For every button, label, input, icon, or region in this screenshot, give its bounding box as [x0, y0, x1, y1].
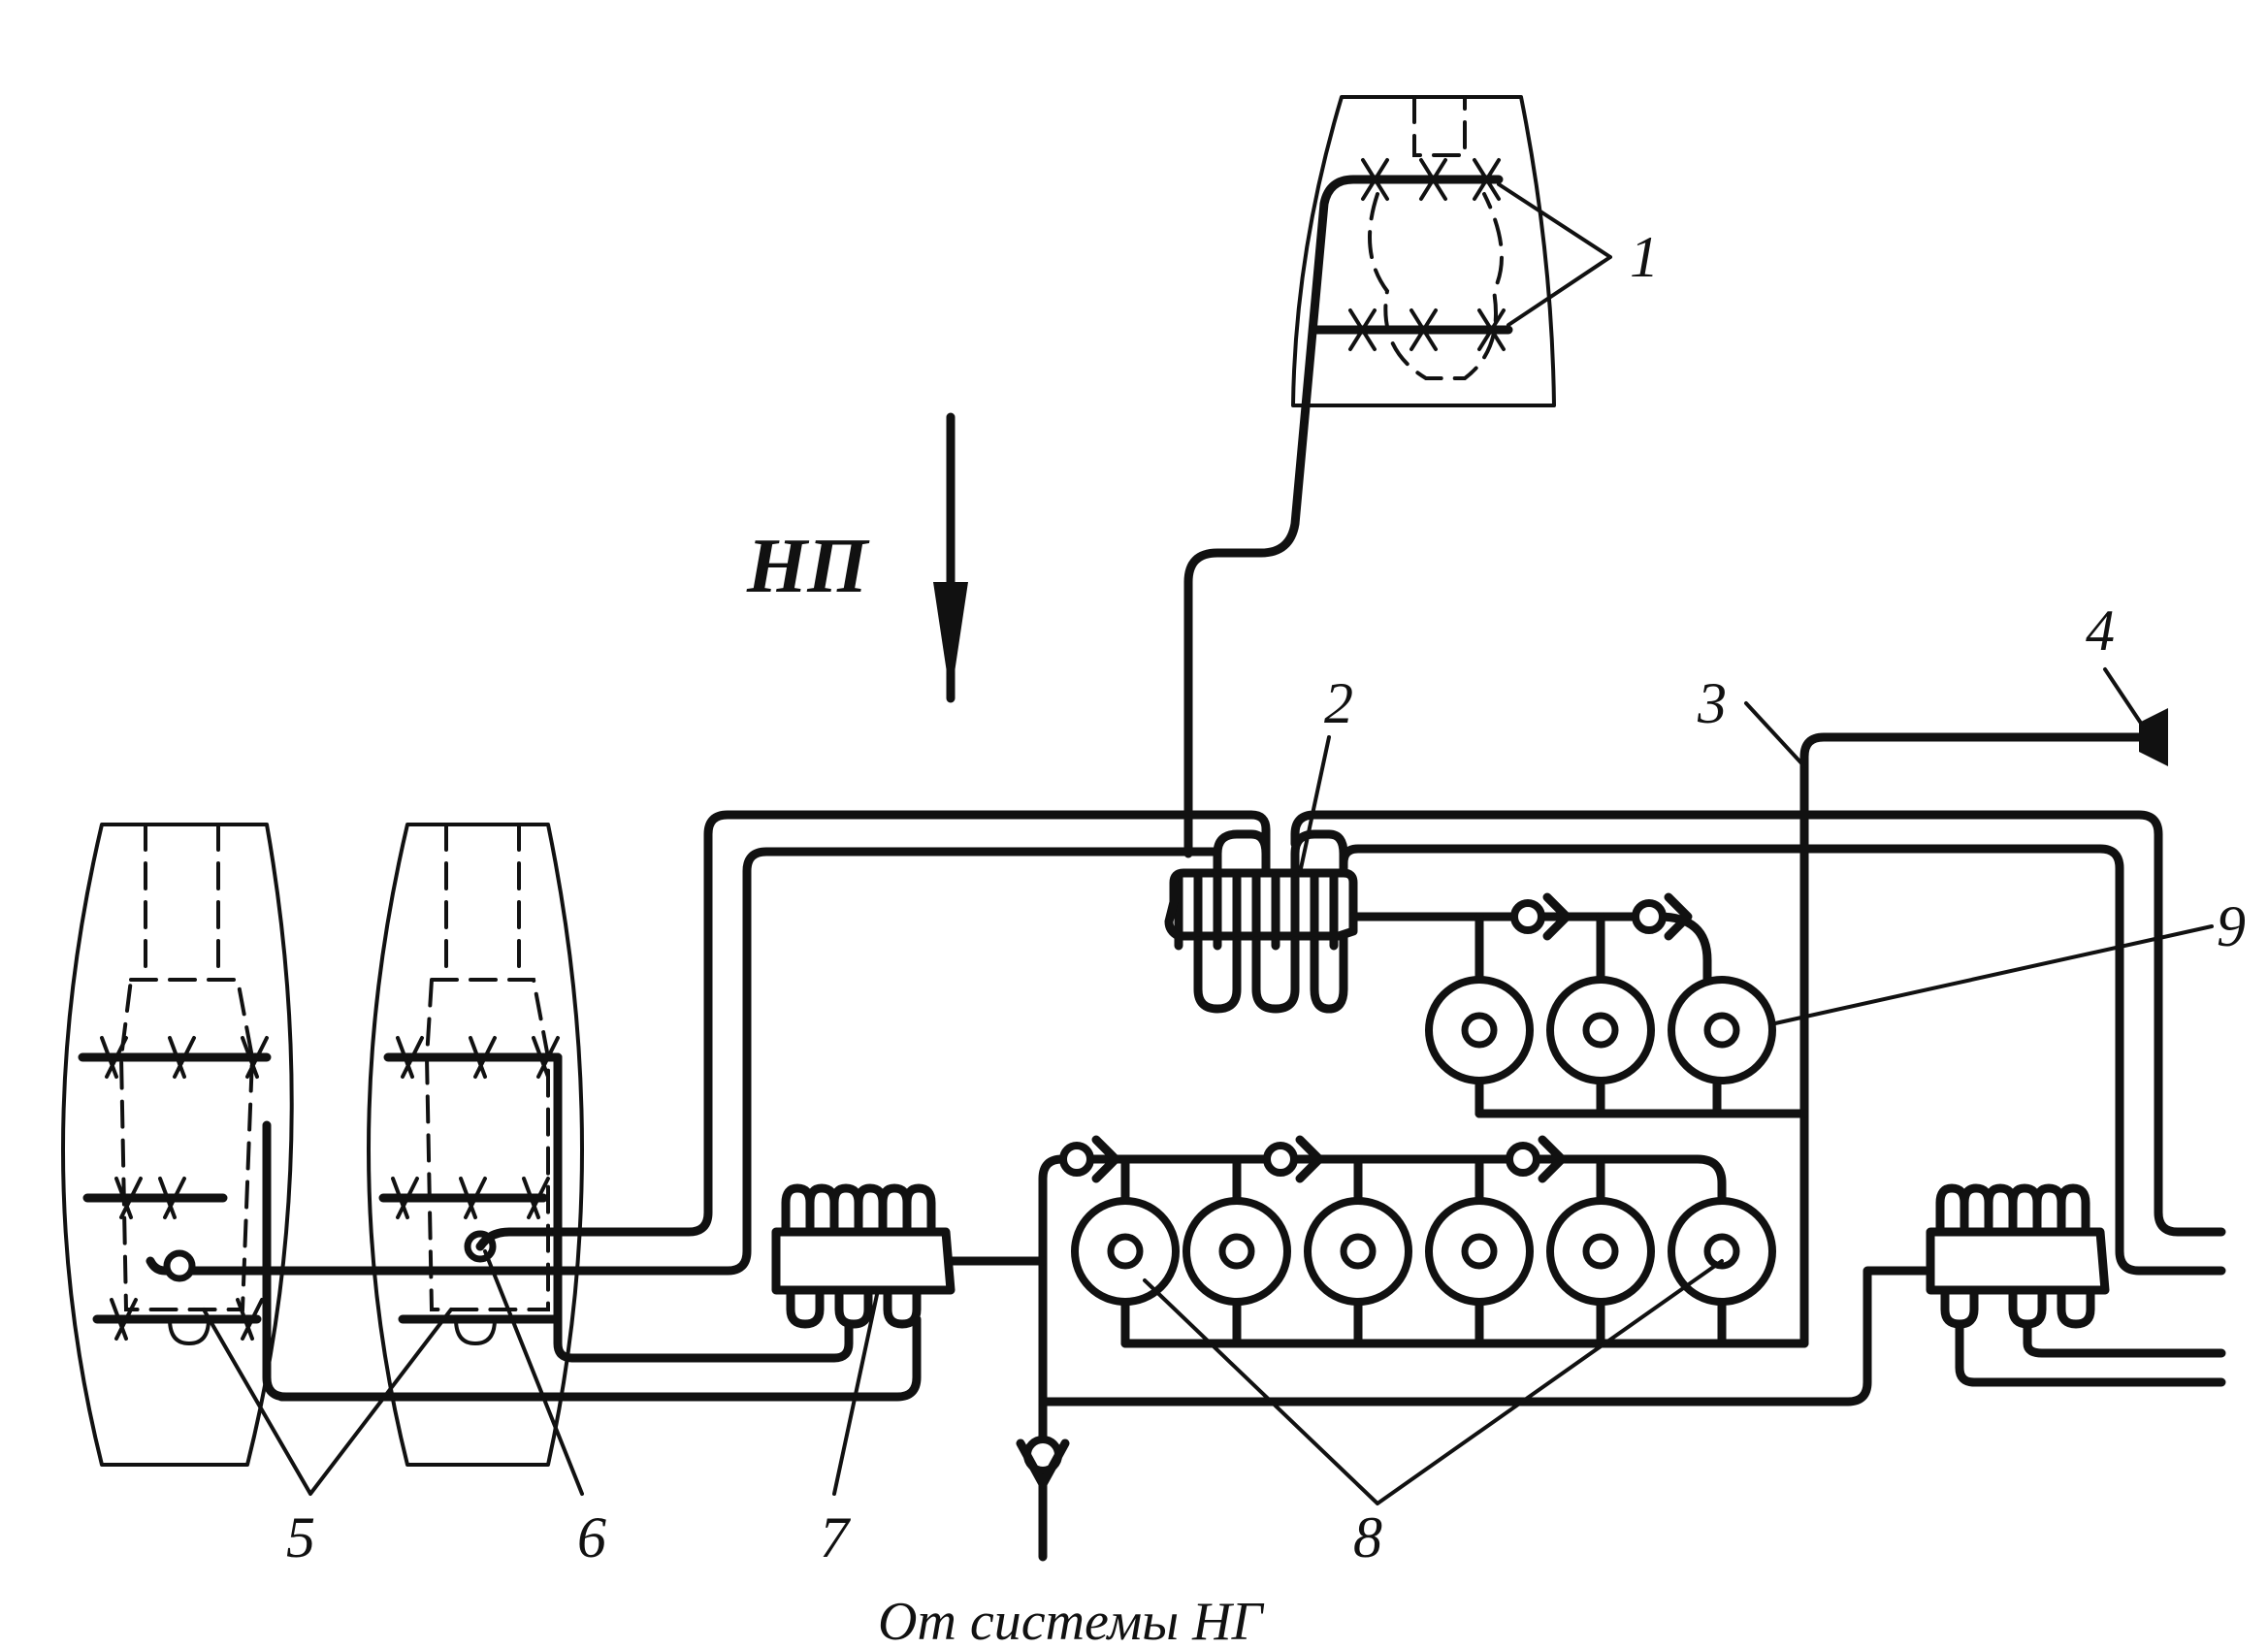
- callout-leaders: [202, 182, 2214, 1505]
- pump-icon: [1546, 976, 1655, 1084]
- top-engine-nozzles: [1348, 158, 1506, 351]
- callout-4: 4: [2086, 598, 2115, 663]
- pump-icon: [1304, 1197, 1412, 1306]
- callout-9: 9: [2217, 894, 2246, 958]
- pump-icon: [1071, 1197, 1180, 1306]
- flow-direction-arrow-icon: [933, 412, 968, 703]
- inlet-valve-icon: [1016, 1436, 1070, 1489]
- check-valve-icon: [1506, 1135, 1567, 1183]
- heater-manifold-right: [1926, 1183, 2226, 1387]
- supply-line-from-ng: [946, 1154, 1930, 1562]
- outlet-nozzle-icon: [2139, 708, 2168, 766]
- callout-2: 2: [1324, 671, 1353, 735]
- check-valve-icon: [1510, 892, 1571, 941]
- heater-manifold-2: [1164, 829, 1358, 1014]
- check-valve-icon: [1263, 1135, 1324, 1183]
- pump-group-8: [1057, 1135, 1809, 1348]
- pump-icon: [1183, 1197, 1291, 1306]
- upper-fuel-lines: [146, 810, 2226, 1276]
- pump-icon: [1546, 1197, 1655, 1306]
- pump-icon: [1425, 1197, 1534, 1306]
- top-engine-outline: [1291, 95, 1556, 407]
- left-engine-b: [367, 823, 584, 1467]
- callout-6: 6: [577, 1505, 606, 1569]
- check-valve-icon: [1632, 892, 1693, 941]
- callout-1: 1: [1630, 225, 1659, 289]
- callout-7: 7: [820, 1505, 852, 1569]
- supply-caption: От системы НГ: [878, 1592, 1265, 1649]
- left-engine-a: [61, 823, 294, 1467]
- callout-5: 5: [286, 1505, 315, 1569]
- pump-icon: [1668, 976, 1776, 1084]
- heater-manifold-7: [276, 1183, 956, 1402]
- top-engine-fuel-manifolds: [1183, 158, 1513, 858]
- pump-icon: [1425, 976, 1534, 1084]
- pipe-3-and-nozzle-4: [1799, 708, 2168, 1348]
- callout-8: 8: [1353, 1505, 1382, 1569]
- flow-label: НП: [746, 524, 870, 609]
- pump-group-9: [1348, 892, 1809, 1118]
- callout-3: 3: [1697, 671, 1727, 735]
